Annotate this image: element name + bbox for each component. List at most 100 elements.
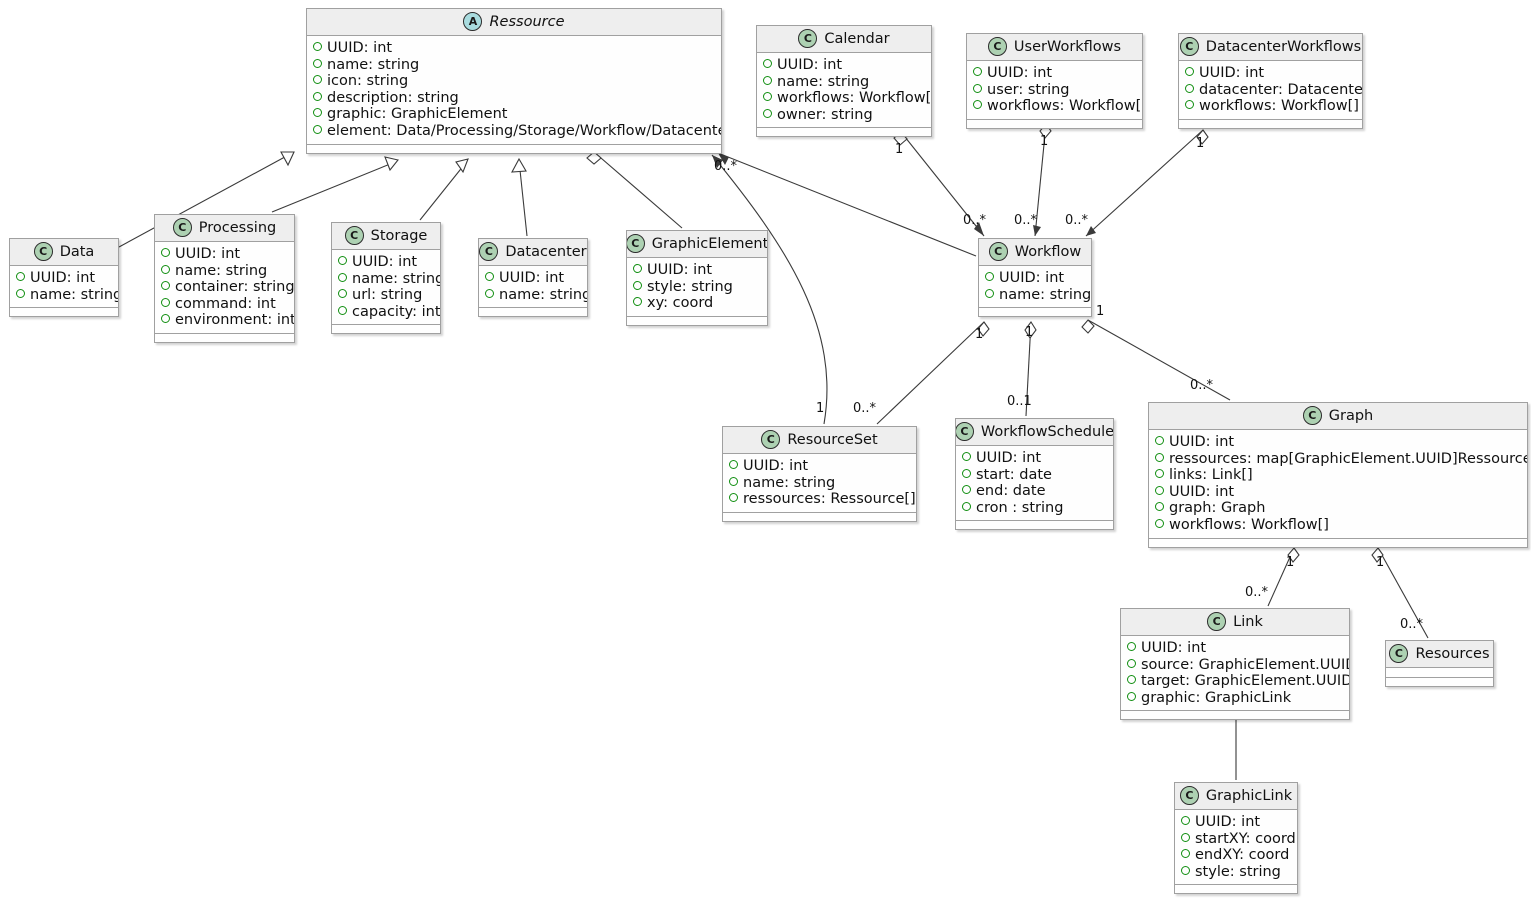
multiplicity-label: 0..* — [714, 159, 738, 174]
attribute-label: UUID: int — [30, 270, 96, 286]
class-methods-workflowschedule — [956, 520, 1113, 530]
multiplicity-label: 1 — [975, 327, 984, 342]
multiplicity-label: 0..1 — [1007, 394, 1032, 409]
class-attribute: environment: int — [161, 312, 294, 329]
attribute-label: UUID: int — [1199, 65, 1265, 81]
class-attribute: workflows: Workflow[] — [1185, 98, 1359, 115]
class-attribute: user: string — [973, 82, 1136, 99]
attribute-visibility-icon — [485, 288, 494, 298]
attribute-label: name: string — [999, 286, 1092, 303]
attribute-visibility-icon — [338, 305, 347, 315]
class-attribute: UUID: int — [1127, 640, 1343, 657]
class-attribute: name: string — [485, 287, 587, 304]
attribute-label: xy: coord — [647, 295, 714, 312]
attribute-label: UUID: int — [352, 254, 418, 270]
class-name-resources: Resources — [1415, 645, 1490, 662]
class-attribute: description: string — [313, 90, 715, 107]
attribute-visibility-icon — [633, 264, 642, 273]
attribute-visibility-icon — [962, 501, 971, 511]
attribute-label: name: string — [327, 56, 420, 73]
attribute-visibility-icon — [161, 281, 170, 291]
class-icon: C — [344, 226, 364, 245]
multiplicity-label: 0..* — [1065, 213, 1089, 228]
multiplicity-label: 1 — [1096, 304, 1105, 319]
class-attribute: UUID: int — [763, 57, 925, 74]
class-attribute: icon: string — [313, 73, 715, 90]
class-methods-graphiclink — [1175, 884, 1297, 894]
class-name-graph: Graph — [1328, 407, 1374, 424]
attribute-label: UUID: int — [976, 450, 1042, 466]
class-attribute: container: string — [161, 279, 294, 296]
class-attribute: workflows: Workflow[] — [1155, 517, 1521, 534]
attribute-label: style: string — [1195, 863, 1281, 880]
attribute-visibility-icon — [962, 468, 971, 478]
class-attribute: UUID: int — [485, 270, 581, 287]
attribute-visibility-icon — [1155, 518, 1164, 528]
attribute-visibility-icon — [763, 59, 772, 68]
class-name-data: Data — [59, 243, 95, 260]
class-attribute: workflows: Workflow[] — [763, 90, 931, 107]
attribute-label: target: GraphicElement.UUID — [1141, 673, 1350, 690]
attribute-visibility-icon — [338, 272, 347, 282]
attribute-visibility-icon — [973, 83, 982, 93]
attribute-label: owner: string — [777, 106, 873, 123]
attribute-visibility-icon — [161, 297, 170, 307]
attribute-visibility-icon — [161, 248, 170, 257]
class-icon: C — [988, 242, 1008, 261]
class-methods-ressource — [307, 143, 721, 153]
attribute-visibility-icon — [633, 297, 642, 307]
attribute-visibility-icon — [973, 100, 982, 110]
class-methods-userworkflows — [967, 118, 1142, 128]
class-icon: C — [1179, 786, 1199, 805]
attribute-label: ressources: map[GraphicElement.UUID]Ress… — [1169, 450, 1528, 467]
class-name-userworkflows: UserWorkflows — [1013, 38, 1122, 55]
multiplicity-label: 1 — [1286, 555, 1295, 570]
class-attribute: source: GraphicElement.UUID — [1127, 657, 1349, 674]
class-attribute: UUID: int — [633, 262, 761, 279]
attribute-visibility-icon — [1181, 865, 1190, 875]
abstract-class-icon: A — [463, 12, 483, 31]
class-attribute: UUID: int — [985, 270, 1085, 287]
attribute-visibility-icon — [313, 58, 322, 68]
multiplicity-label: 1 — [816, 401, 825, 416]
class-attributes-resources — [1386, 668, 1493, 677]
class-name-storage: Storage — [370, 227, 428, 244]
attribute-label: end: date — [976, 483, 1046, 500]
attribute-label: element: Data/Processing/Storage/Workflo… — [327, 122, 722, 139]
edge-graph-link — [1267, 547, 1300, 607]
multiplicity-label: 0..* — [853, 401, 877, 416]
class-attribute: datacenter: Datacenter — [1185, 82, 1362, 99]
class-methods-data — [10, 307, 118, 317]
class-attribute: end: date — [962, 483, 1107, 500]
class-attribute: graphic: GraphicLink — [1127, 690, 1343, 707]
attribute-label: icon: string — [327, 73, 409, 90]
edge-ressource-graphicelement — [586, 151, 683, 229]
attribute-visibility-icon — [1155, 469, 1164, 479]
attribute-label: links: Link[] — [1169, 467, 1253, 484]
